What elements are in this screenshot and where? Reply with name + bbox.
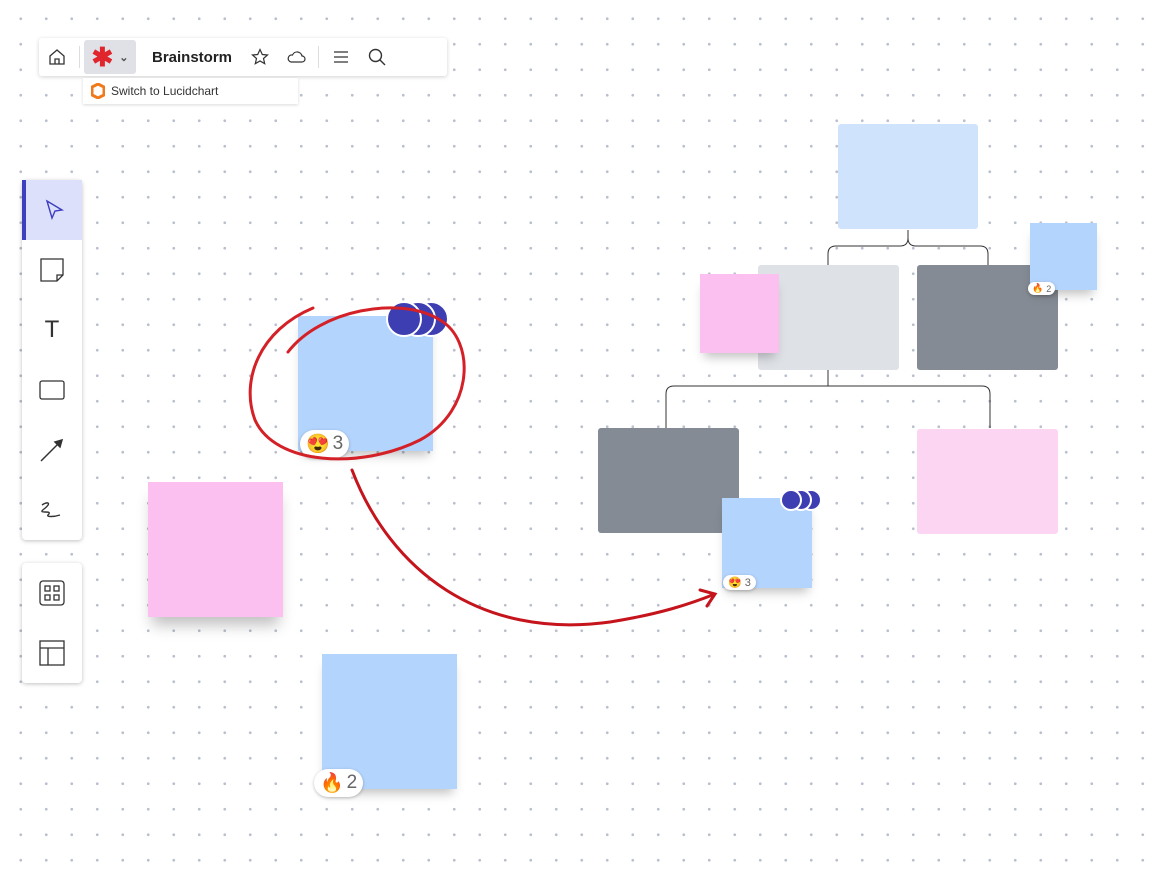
extras-panel — [22, 563, 82, 683]
divider — [79, 46, 80, 68]
top-toolbar: ✱⌄ Brainstorm — [39, 38, 447, 76]
menu-item-label: Switch to Lucidchart — [111, 84, 219, 98]
star-button[interactable] — [242, 39, 278, 75]
search-icon[interactable] — [359, 39, 395, 75]
reaction-badge[interactable]: 😍3 — [723, 575, 756, 590]
reaction-count: 3 — [744, 576, 751, 589]
org-chart-node[interactable] — [758, 265, 899, 370]
menu-icon[interactable] — [323, 39, 359, 75]
heart-eyes-emoji-icon: 😍 — [306, 434, 330, 455]
tools-panel: T — [22, 180, 82, 540]
lucid-logo-icon: ✱ — [91, 41, 114, 72]
org-chart-node[interactable] — [838, 124, 978, 229]
reaction-count: 2 — [346, 772, 358, 793]
app-menu-button[interactable]: ✱⌄ — [84, 40, 136, 74]
divider — [318, 46, 320, 68]
heart-eyes-emoji-icon: 😍 — [728, 577, 742, 589]
sticky-note[interactable] — [1030, 223, 1097, 290]
fire-emoji-icon: 🔥 — [1032, 283, 1044, 293]
chevron-down-icon: ⌄ — [119, 51, 129, 64]
avatar[interactable] — [780, 489, 802, 511]
cloud-save-icon[interactable] — [278, 39, 314, 75]
reaction-badge[interactable]: 😍3 — [300, 430, 350, 458]
draw-tool[interactable] — [22, 480, 82, 540]
reaction-badge[interactable]: 🔥2 — [1028, 282, 1056, 295]
templates-tool[interactable] — [22, 563, 82, 623]
line-tool[interactable] — [22, 420, 82, 480]
reaction-count: 3 — [332, 433, 344, 454]
sticky-note-tool[interactable] — [22, 240, 82, 300]
org-chart-node[interactable] — [598, 428, 739, 533]
avatar[interactable] — [386, 301, 422, 337]
sticky-note[interactable] — [322, 654, 457, 789]
switch-to-lucidchart-item[interactable]: Switch to Lucidchart — [83, 78, 298, 104]
reaction-count: 2 — [1046, 283, 1052, 294]
shape-tool[interactable] — [22, 360, 82, 420]
lucidchart-logo-icon — [91, 83, 105, 99]
sticky-note[interactable] — [148, 482, 283, 617]
document-title[interactable]: Brainstorm — [152, 48, 233, 66]
layout-tool[interactable] — [22, 623, 82, 683]
text-tool[interactable]: T — [44, 316, 60, 343]
select-tool[interactable] — [22, 180, 82, 240]
home-button[interactable] — [39, 39, 75, 75]
sticky-note[interactable] — [722, 498, 812, 588]
org-chart-node[interactable] — [917, 429, 1058, 534]
reaction-badge[interactable]: 🔥2 — [314, 769, 364, 797]
sticky-note[interactable] — [700, 274, 779, 353]
fire-emoji-icon: 🔥 — [320, 773, 344, 794]
